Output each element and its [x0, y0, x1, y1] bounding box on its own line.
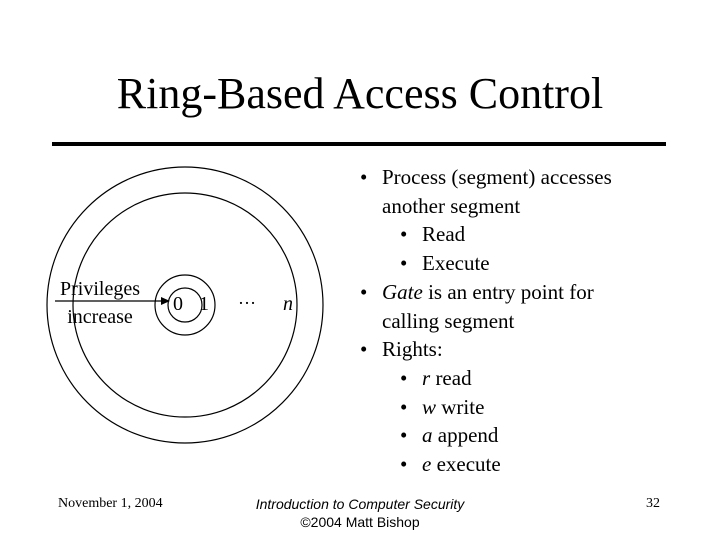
bullet-dot: • [400, 251, 408, 276]
sub-bullet-write-right: • w write [360, 393, 705, 422]
ring-1-circle [154, 274, 216, 336]
bullet-text: append [432, 423, 499, 448]
ring-1-label: 1 [199, 293, 209, 315]
bullet-text: Read [422, 222, 466, 247]
footer-course-title: Introduction to Computer Security [255, 496, 465, 512]
privileges-arrow-head [161, 297, 170, 305]
bullet-dot: • [400, 222, 408, 247]
bullet-dot: • [400, 394, 408, 419]
bullet-text: write [436, 394, 485, 419]
bullet-dot: • [360, 165, 368, 189]
privileges-label-line2: increase [67, 306, 133, 328]
bullet-text: Rights: [382, 337, 443, 362]
ring-0-label: 0 [173, 293, 183, 315]
sub-bullet-read: • Read [360, 220, 705, 249]
sub-bullet-append-right: • a append [360, 421, 705, 450]
ring-0-circle [167, 287, 203, 323]
ring-ellipsis-label: … [238, 288, 256, 308]
footer-date: November 1, 2004 [58, 496, 163, 511]
right-letter-a: a [422, 423, 433, 448]
bullet-dot: • [400, 423, 408, 448]
bullet-dot: • [400, 452, 408, 477]
footer-copyright: ©2004 Matt Bishop [300, 514, 420, 530]
bullet-rights: • Rights: [360, 335, 705, 364]
slide-title: Ring-Based Access Control [116, 69, 604, 118]
page-number: 32 [646, 496, 660, 511]
gate-term: Gate [382, 279, 423, 304]
right-letter-r: r [422, 365, 431, 390]
bullet-list: • Process (segment) accesses another segm… [360, 163, 705, 479]
bullet-continuation: calling segment [382, 308, 515, 333]
sub-bullet-read-right: • r read [360, 364, 705, 393]
bullet-dot: • [360, 279, 368, 304]
bullet-dot: • [400, 365, 408, 390]
bullet-text: execute [431, 452, 501, 477]
sub-bullet-execute: • Execute [360, 249, 705, 278]
bullet-text: Process (segment) accesses [382, 165, 612, 189]
ring-n-label: n [283, 293, 293, 315]
bullet-text: read [430, 365, 472, 390]
bullet-dot: • [360, 337, 368, 362]
ring-n-circle [46, 166, 324, 444]
bullet-continuation: another segment [382, 193, 521, 218]
privileges-label-line1: Privileges [60, 278, 140, 300]
right-letter-e: e [422, 452, 432, 477]
bullet-text: Execute [422, 251, 490, 276]
bullet-gate: • Gate is an entry point for calling segm… [360, 278, 705, 335]
title-divider [52, 142, 666, 146]
ring-middle-circle [72, 192, 298, 418]
right-letter-w: w [422, 394, 437, 419]
sub-bullet-execute-right: • e execute [360, 450, 705, 479]
bullet-process-accesses: • Process (segment) accesses another segm… [360, 163, 705, 220]
bullet-text: is an entry point for [422, 279, 594, 304]
footer-center: Introduction to Computer Security ©2004 … [220, 495, 500, 531]
